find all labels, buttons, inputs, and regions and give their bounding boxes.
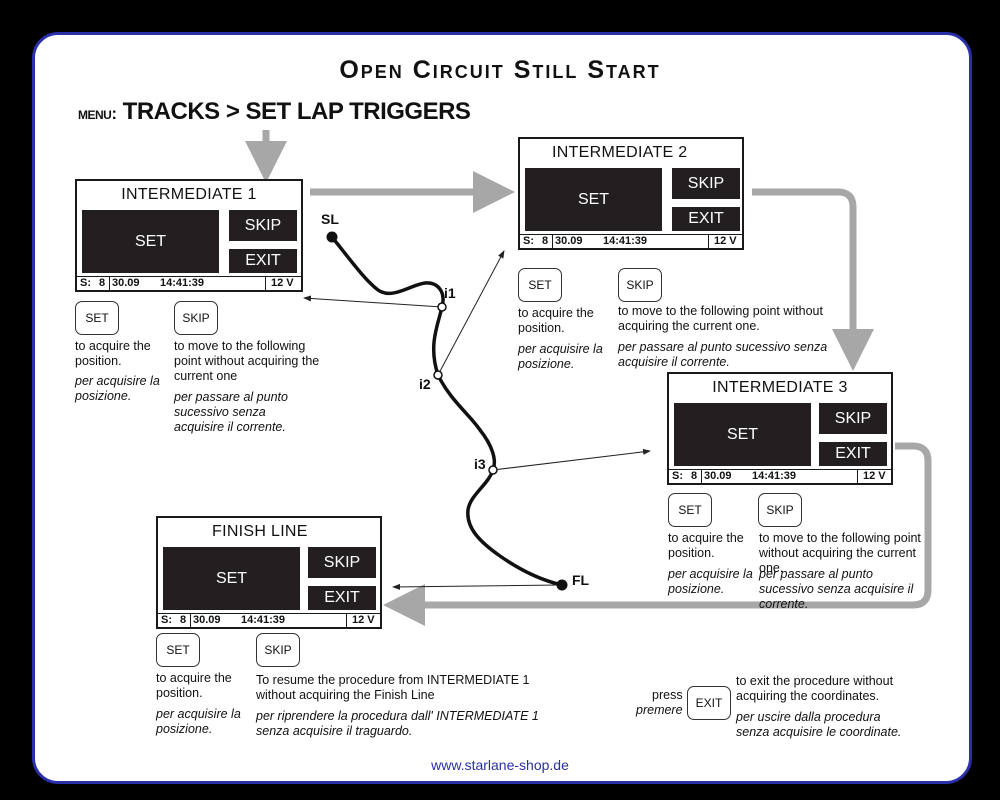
status-bar: S: 8 30.09 14:41:39 12 V <box>520 234 742 248</box>
exit-button[interactable]: EXIT <box>672 207 740 231</box>
status-time: 14:41:39 <box>603 235 648 247</box>
start-line-dot <box>326 231 338 243</box>
exit-key: EXIT <box>687 686 731 720</box>
status-number: 8 <box>691 470 698 482</box>
i2-label: i2 <box>419 376 431 392</box>
i1-set-note-it: per acquisire la posizione. <box>75 374 160 403</box>
page-title: Open Circuit Still Start <box>339 56 661 84</box>
status-time: 14:41:39 <box>160 277 205 289</box>
i1-label: i1 <box>444 285 456 301</box>
flow-arrow-i3-fl <box>383 442 932 626</box>
menu-path: menu: TRACKS > SET LAP TRIGGERS <box>78 98 471 126</box>
i3-set-note-it: per acquisire la posizione. <box>668 567 753 596</box>
screen-title: INTERMEDIATE 2 <box>552 144 688 161</box>
fl-set-note-it: per acquisire la posizione. <box>156 707 241 736</box>
intermediate-1-screen: INTERMEDIATE 1 SET SKIP EXIT S: 8 30.09 … <box>75 179 303 292</box>
skip-key: SKIP <box>174 301 218 335</box>
i2-set-note-it: per acquisire la posizione. <box>518 342 603 371</box>
menu-prefix: menu: <box>78 104 117 123</box>
status-s: S: <box>161 614 172 626</box>
screen-title: FINISH LINE <box>212 523 308 540</box>
fl-set-note: to acquire the position. <box>156 671 232 700</box>
pointer-i1 <box>303 295 443 308</box>
skip-button[interactable]: SKIP <box>819 403 887 434</box>
pointer-i2 <box>437 250 505 376</box>
i3-skip-note: to move to the following point without a… <box>759 531 921 575</box>
start-line-label: SL <box>321 211 339 227</box>
footer-link[interactable]: www.starlane-shop.de <box>431 757 569 773</box>
intermediate-3-screen: INTERMEDIATE 3 SET SKIP EXIT S: 8 30.09 … <box>667 372 893 485</box>
set-key: SET <box>156 633 200 667</box>
set-button[interactable]: SET <box>525 168 662 231</box>
skip-key: SKIP <box>256 633 300 667</box>
skip-button[interactable]: SKIP <box>229 210 297 241</box>
skip-button[interactable]: SKIP <box>308 547 376 578</box>
status-bar: S: 8 30.09 14:41:39 12 V <box>669 469 891 483</box>
pointer-fl <box>392 583 561 590</box>
i2-skip-note-it: per passare al punto sucessivo senza acq… <box>618 340 828 369</box>
status-number: 8 <box>542 235 549 247</box>
skip-key: SKIP <box>618 268 662 302</box>
i2-marker <box>433 370 443 380</box>
status-number: 8 <box>180 614 187 626</box>
status-date: 30.09 <box>704 470 732 482</box>
i1-skip-note: to move to the following point without a… <box>174 339 320 383</box>
status-s: S: <box>523 235 534 247</box>
screen-title: INTERMEDIATE 3 <box>712 379 848 396</box>
status-bar: S: 8 30.09 14:41:39 12 V <box>77 276 301 290</box>
pointer-i3 <box>492 448 651 471</box>
press-label: press <box>652 688 683 702</box>
i1-set-note: to acquire the position. <box>75 339 151 368</box>
skip-key: SKIP <box>758 493 802 527</box>
i2-skip-note: to move to the following point without a… <box>618 304 823 333</box>
exit-button[interactable]: EXIT <box>819 442 887 466</box>
status-voltage: 12 V <box>352 614 375 626</box>
i1-skip-note-it: per passare al punto sucessivo senza acq… <box>174 390 288 434</box>
press-label-it: premere <box>636 703 683 717</box>
exit-note: to exit the procedure without acquiring … <box>736 674 894 703</box>
set-key: SET <box>75 301 119 335</box>
intermediate-2-screen: INTERMEDIATE 2 SET SKIP EXIT S: 8 30.09 … <box>518 137 744 250</box>
track-line <box>330 235 563 587</box>
status-s: S: <box>672 470 683 482</box>
fl-skip-note-it: per riprendere la procedura dall' INTERM… <box>256 709 539 738</box>
exit-button[interactable]: EXIT <box>308 586 376 610</box>
status-voltage: 12 V <box>714 235 737 247</box>
status-number: 8 <box>99 277 106 289</box>
status-date: 30.09 <box>193 614 221 626</box>
status-time: 14:41:39 <box>241 614 286 626</box>
menu-path-text: TRACKS > SET LAP TRIGGERS <box>122 98 471 125</box>
set-button[interactable]: SET <box>163 547 300 610</box>
status-s: S: <box>80 277 91 289</box>
i3-skip-note-it: per passare al punto sucessivo senza acq… <box>759 567 914 611</box>
i3-set-note: to acquire the position. <box>668 531 744 560</box>
screen-title: INTERMEDIATE 1 <box>121 186 257 203</box>
set-button[interactable]: SET <box>674 403 811 466</box>
exit-note-it: per uscire dalla procedura senza acquisi… <box>736 710 902 739</box>
set-button[interactable]: SET <box>82 210 219 273</box>
status-voltage: 12 V <box>271 277 294 289</box>
set-key: SET <box>518 268 562 302</box>
i1-marker <box>437 302 447 312</box>
skip-button[interactable]: SKIP <box>672 168 740 199</box>
finish-line-screen: FINISH LINE SET SKIP EXIT S: 8 30.09 14:… <box>156 516 382 629</box>
status-time: 14:41:39 <box>752 470 797 482</box>
i3-label: i3 <box>474 456 486 472</box>
i2-set-note: to acquire the position. <box>518 306 594 335</box>
set-key: SET <box>668 493 712 527</box>
fl-skip-note: To resume the procedure from INTERMEDIAT… <box>256 673 530 702</box>
i3-marker <box>488 465 498 475</box>
status-date: 30.09 <box>555 235 583 247</box>
status-bar: S: 8 30.09 14:41:39 12 V <box>158 613 380 627</box>
exit-button[interactable]: EXIT <box>229 249 297 273</box>
finish-line-label: FL <box>572 572 590 588</box>
status-date: 30.09 <box>112 277 140 289</box>
flow-arrow-i2-i3 <box>752 188 874 371</box>
status-voltage: 12 V <box>863 470 886 482</box>
finish-line-dot <box>556 579 568 591</box>
